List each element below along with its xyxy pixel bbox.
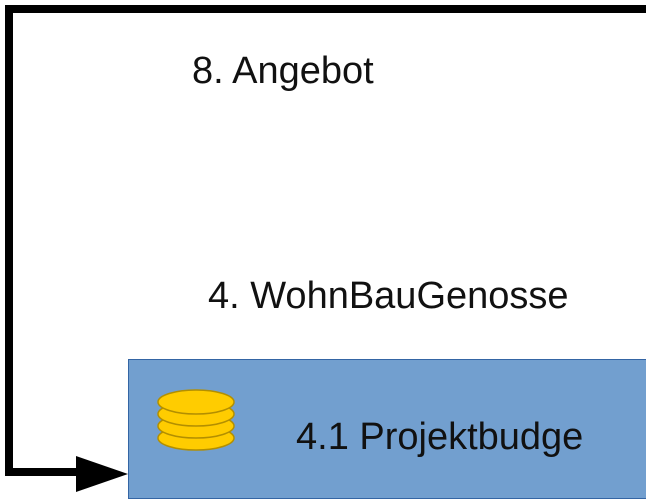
projektbudget-box[interactable] [128,359,646,499]
container-label-angebot: 8. Angebot [192,50,374,92]
database-icon [157,389,235,451]
node-label-projektbudget: 4.1 Projektbudge [296,416,584,458]
arrowhead-icon [76,456,128,492]
angebot-frame [5,5,646,476]
container-label-wohnbaugenosse: 4. WohnBauGenosse [208,275,569,317]
